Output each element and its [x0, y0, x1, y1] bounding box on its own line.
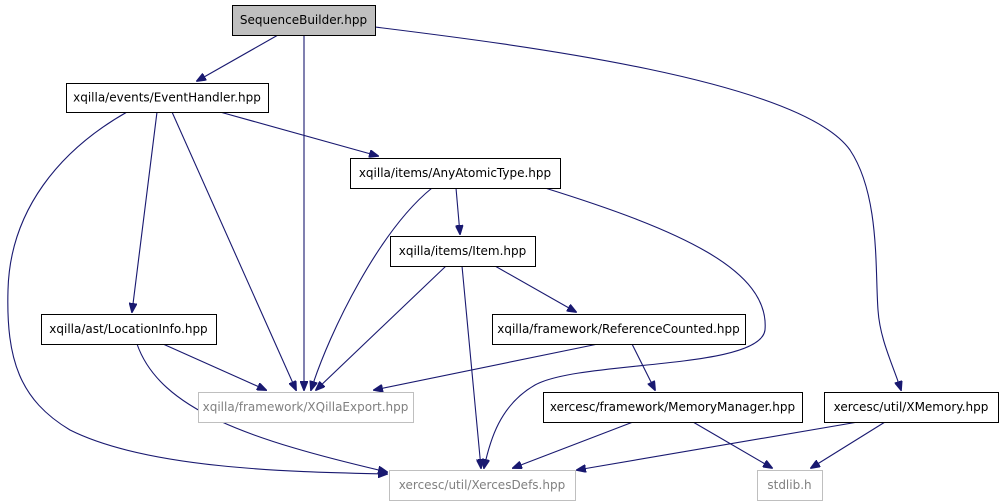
edge-any-atomic-type-to-item — [456, 187, 460, 234]
edges-layer — [7, 26, 901, 474]
node-event-handler[interactable]: xqilla/events/EventHandler.hpp — [66, 83, 269, 113]
node-box — [824, 392, 999, 423]
node-any-atomic-type[interactable]: xqilla/items/AnyAtomicType.hpp — [350, 158, 561, 189]
node-box — [492, 314, 746, 345]
node-location-info[interactable]: xqilla/ast/LocationInfo.hpp — [41, 314, 217, 345]
node-box — [41, 314, 217, 345]
edge-reference-counted-to-xqilla-export — [374, 343, 599, 390]
node-label: xercesc/framework/MemoryManager.hpp — [550, 400, 795, 414]
node-box — [198, 392, 414, 423]
node-label: xercesc/util/XMemory.hpp — [834, 400, 989, 414]
node-label: xqilla/framework/ReferenceCounted.hpp — [497, 322, 740, 336]
edge-xmemory-to-stdlib — [811, 421, 886, 468]
edge-memory-manager-to-xerces-defs — [513, 421, 634, 468]
edge-sequence-builder-to-xmemory — [374, 26, 901, 390]
node-stdlib: stdlib.h — [757, 470, 823, 501]
edge-event-handler-to-location-info — [132, 111, 158, 312]
edge-any-atomic-type-to-xqilla-export — [311, 187, 433, 390]
node-box — [390, 236, 536, 267]
node-xqilla-export: xqilla/framework/XQillaExport.hpp — [198, 392, 414, 423]
node-label: xqilla/items/Item.hpp — [399, 244, 527, 258]
node-box — [232, 5, 376, 36]
node-label: xercesc/util/XercesDefs.hpp — [399, 478, 565, 492]
node-label: xqilla/items/AnyAtomicType.hpp — [359, 166, 551, 180]
node-memory-manager[interactable]: xercesc/framework/MemoryManager.hpp — [543, 392, 803, 423]
node-xmemory[interactable]: xercesc/util/XMemory.hpp — [824, 392, 999, 423]
edge-any-atomic-type-to-xerces-defs — [484, 187, 766, 468]
node-box — [66, 83, 269, 113]
edge-item-to-reference-counted — [494, 265, 576, 312]
node-label: stdlib.h — [767, 478, 811, 492]
node-reference-counted[interactable]: xqilla/framework/ReferenceCounted.hpp — [492, 314, 746, 345]
node-box — [389, 470, 576, 501]
edge-sequence-builder-to-event-handler — [197, 34, 279, 81]
node-label: xqilla/framework/XQillaExport.hpp — [203, 400, 409, 414]
node-xerces-defs: xercesc/util/XercesDefs.hpp — [389, 470, 576, 501]
node-label: SequenceBuilder.hpp — [240, 13, 367, 27]
node-box — [350, 158, 561, 189]
node-label: xqilla/ast/LocationInfo.hpp — [49, 322, 207, 336]
node-box — [757, 470, 823, 501]
nodes-layer: SequenceBuilder.hpp xqilla/events/EventHa… — [41, 5, 999, 501]
node-sequence-builder[interactable]: SequenceBuilder.hpp — [232, 5, 376, 36]
edge-memory-manager-to-stdlib — [692, 421, 772, 468]
edge-item-to-xqilla-export — [316, 265, 447, 390]
node-item[interactable]: xqilla/items/Item.hpp — [390, 236, 536, 267]
edge-event-handler-to-any-atomic-type — [219, 111, 378, 156]
edge-event-handler-to-xerces-defs — [7, 111, 387, 474]
edge-reference-counted-to-memory-manager — [631, 343, 655, 390]
edge-event-handler-to-xqilla-export — [171, 111, 296, 390]
edge-xmemory-to-xerces-defs — [577, 421, 859, 470]
edge-item-to-xerces-defs — [461, 265, 481, 468]
node-box — [543, 392, 803, 423]
edge-location-info-to-xqilla-export — [162, 343, 266, 390]
node-label: xqilla/events/EventHandler.hpp — [73, 91, 261, 105]
